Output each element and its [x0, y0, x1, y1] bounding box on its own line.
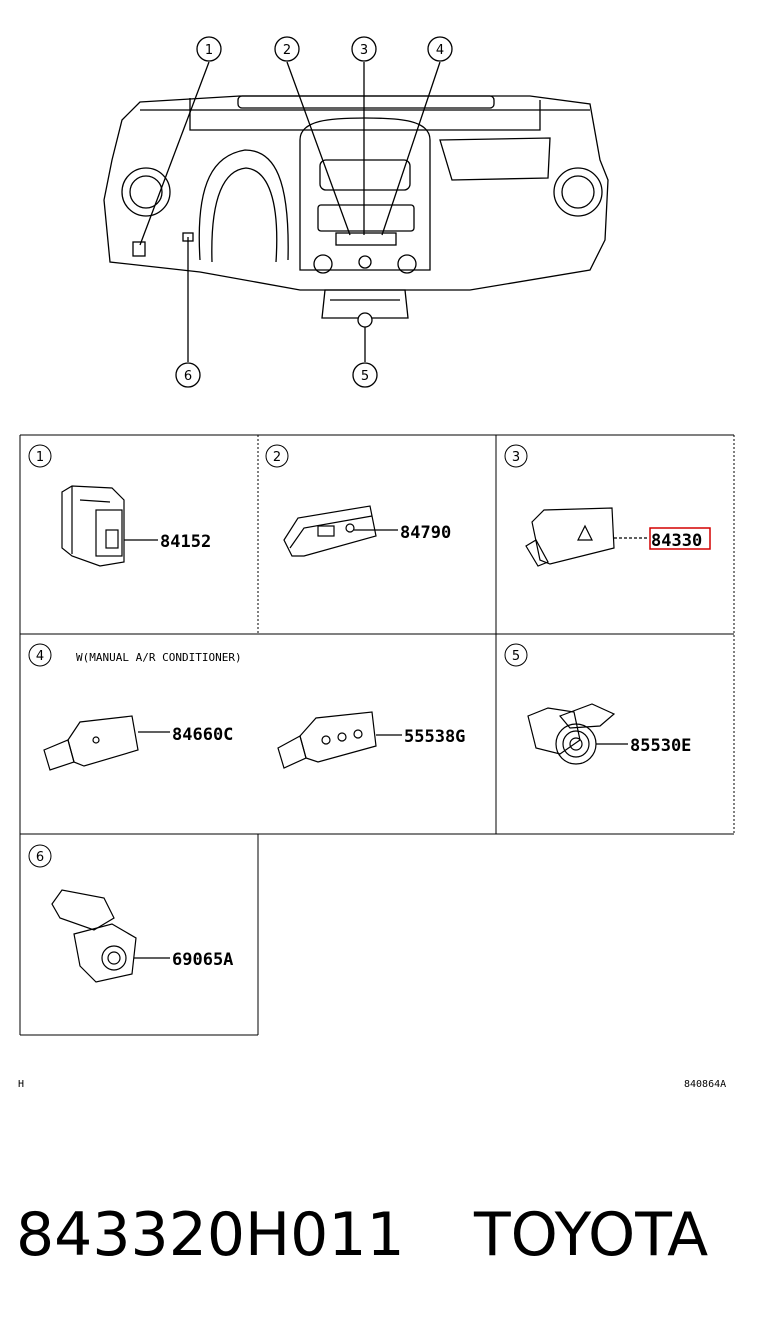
hazard-switch-drawing — [525, 507, 648, 567]
part-number-84790: 84790 — [400, 523, 451, 543]
callout-1: 1 — [196, 36, 222, 62]
three-button-switch-drawing — [277, 711, 402, 769]
svg-text:2: 2 — [273, 450, 281, 465]
cell-5: 5 85530E — [504, 643, 691, 765]
part-number-84330: 84330 — [651, 531, 702, 551]
part-number-85530e: 85530E — [630, 736, 691, 756]
parts-grid: 1 84152 2 84790 3 — [19, 434, 735, 1036]
part-number-84660c: 84660C — [172, 725, 233, 745]
cell-1: 1 84152 — [28, 444, 211, 567]
dashboard-overview-diagram: 1 2 3 4 5 6 — [103, 36, 609, 388]
svg-text:2: 2 — [283, 43, 291, 58]
condition-note: W(MANUAL A/R CONDITIONER) — [76, 651, 242, 664]
ac-switch-drawing — [43, 715, 170, 771]
part-number-55538g: 55538G — [404, 727, 465, 747]
svg-text:5: 5 — [361, 369, 369, 384]
highlight-box — [649, 527, 711, 550]
caption-brand: TOYOTA — [474, 1200, 709, 1270]
cell-2: 2 84790 — [265, 444, 451, 557]
switch-84152-drawing — [61, 485, 158, 567]
footer-right-code: 840864A — [684, 1079, 727, 1090]
cell-3: 3 84330 — [504, 444, 711, 567]
svg-text:4: 4 — [436, 43, 444, 58]
caption-part-number: 843320H011 — [16, 1200, 405, 1270]
power-outlet-drawing — [527, 703, 628, 765]
callout-6: 6 — [175, 362, 201, 388]
svg-text:3: 3 — [512, 450, 520, 465]
footer-left-code: H — [18, 1079, 25, 1090]
switch-69065a-drawing — [51, 889, 170, 983]
callout-2: 2 — [274, 36, 300, 62]
svg-text:6: 6 — [36, 850, 44, 865]
callout-5: 5 — [352, 362, 378, 388]
part-number-84152: 84152 — [160, 532, 211, 552]
cell-6: 6 69065A — [28, 844, 233, 983]
switch-84790-drawing — [283, 505, 398, 557]
svg-text:4: 4 — [36, 649, 44, 664]
callout-3: 3 — [351, 36, 377, 62]
svg-text:3: 3 — [360, 43, 368, 58]
svg-text:5: 5 — [512, 649, 520, 664]
svg-text:1: 1 — [205, 43, 213, 58]
cell-4: 4 W(MANUAL A/R CONDITIONER) 84660C 55538… — [28, 643, 465, 771]
svg-text:6: 6 — [184, 369, 192, 384]
part-number-69065a: 69065A — [172, 950, 233, 970]
svg-text:1: 1 — [36, 450, 44, 465]
callout-4: 4 — [427, 36, 453, 62]
